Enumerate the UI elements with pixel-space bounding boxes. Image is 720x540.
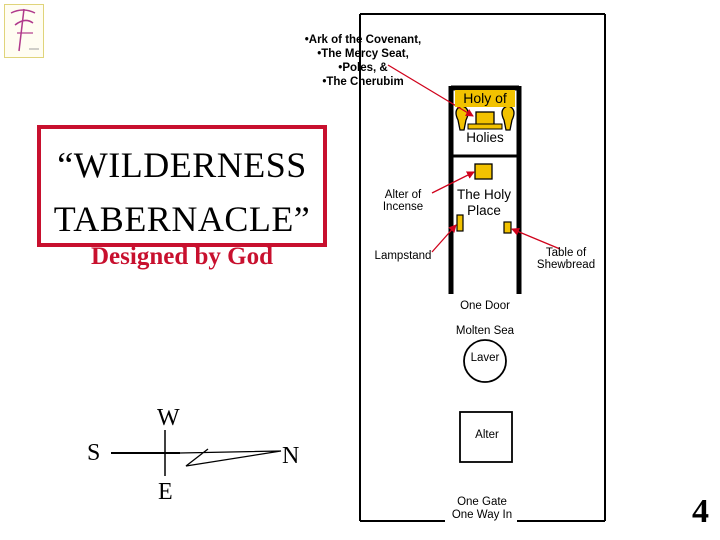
brazen-altar-icon — [459, 411, 513, 463]
holies-label: Holies — [466, 130, 504, 145]
lampstand-icon — [456, 214, 464, 232]
ark-icon — [467, 111, 503, 130]
laver-icon — [463, 339, 507, 383]
shewbread-label: Table of Shewbread — [528, 247, 604, 271]
title-line-1: “WILDERNESS — [57, 145, 307, 185]
shewbread-line-2: Shewbread — [536, 259, 596, 271]
courtyard-wall — [359, 13, 606, 522]
gate-line-1: One Gate — [457, 496, 507, 508]
compass-arrow-icon — [111, 430, 282, 476]
logo-icon — [4, 4, 44, 58]
compass-south: S — [87, 440, 101, 466]
title-line-2: TABERNACLE” — [53, 199, 311, 239]
incense-line-2: Incense — [382, 201, 424, 213]
page-number: 4 — [692, 493, 709, 530]
compass-west: W — [157, 405, 180, 431]
one-door-label: One Door — [460, 300, 510, 312]
holy-of-label: Holy of — [455, 90, 515, 107]
ark-note: •The Mercy Seat, — [317, 48, 409, 60]
title-box: “WILDERNESS TABERNACLE” Designed by God — [37, 125, 327, 270]
compass-north: N — [282, 443, 300, 469]
lampstand-pointer-arrow — [431, 224, 457, 253]
gate-label: One Gate One Way In — [432, 496, 532, 522]
laver-label: Laver — [470, 352, 500, 364]
ark-pointer-arrow — [387, 64, 474, 117]
tabernacle-walls — [448, 85, 522, 294]
holy-place-label: The Holy Place — [451, 187, 517, 219]
ark-note: •Poles, & — [338, 62, 388, 74]
title-subtitle: Designed by God — [91, 243, 273, 270]
cherubim-icon — [455, 105, 515, 131]
holy-place-line-1: The Holy — [456, 187, 512, 202]
gate-line-2: One Way In — [451, 509, 513, 521]
lampstand-label: Lampstand — [374, 250, 432, 262]
molten-sea-label: Molten Sea — [455, 325, 515, 337]
shewbread-line-1: Table of — [545, 247, 587, 259]
compass-east: E — [158, 479, 173, 505]
alter-label: Alter — [475, 429, 499, 441]
incense-line-1: Alter of — [384, 189, 422, 201]
incense-label: Alter of Incense — [368, 189, 438, 213]
shewbread-table-icon — [503, 221, 512, 234]
ark-note: •The Cherubim — [322, 76, 404, 88]
holy-place-line-2: Place — [467, 203, 501, 218]
incense-pointer-arrow — [431, 171, 475, 194]
shewbread-pointer-arrow — [511, 228, 561, 250]
incense-altar-icon — [474, 163, 493, 180]
ark-note: •Ark of the Covenant, — [304, 34, 422, 46]
ark-notes: •Ark of the Covenant, •The Mercy Seat, •… — [288, 33, 438, 89]
